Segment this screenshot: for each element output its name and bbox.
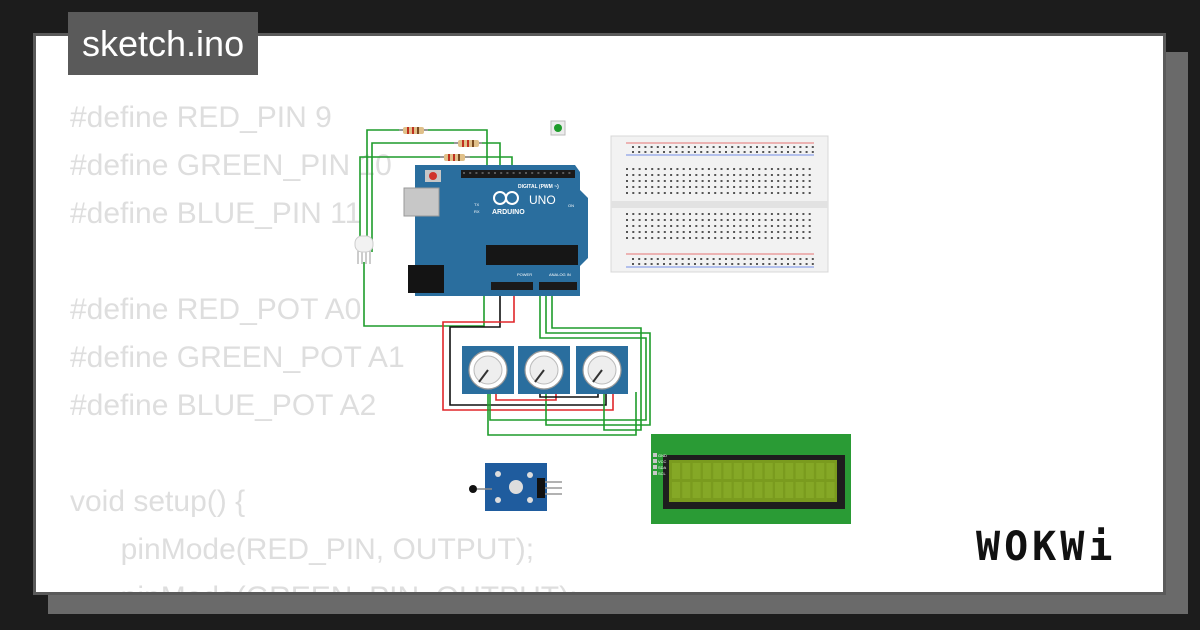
analog-label: ANALOG IN — [549, 272, 571, 277]
lcd-pin-label: GND — [658, 453, 667, 458]
code-line: pinMode(GREEN_PIN, OUTPUT); — [70, 574, 578, 592]
code-line: #define BLUE_POT A2 — [70, 389, 377, 422]
lcd-pin-label: VCC — [658, 459, 667, 464]
wire-red — [442, 296, 614, 411]
rgb-led[interactable] — [354, 235, 374, 264]
potentiometer[interactable] — [576, 346, 628, 394]
code-line: #define RED_PIN 9 — [70, 101, 332, 134]
wire-green — [366, 129, 399, 252]
resistor[interactable] — [440, 154, 470, 161]
digital-label: DIGITAL (PWM ~) — [518, 184, 559, 190]
potentiometer[interactable] — [462, 346, 514, 394]
push-button[interactable] — [550, 120, 566, 136]
code-line: void setup() { — [70, 485, 246, 518]
sensor-module[interactable] — [469, 463, 562, 511]
code-line: #define GREEN_POT A1 — [70, 341, 405, 374]
rx-label: RX — [474, 209, 480, 214]
wire-green — [359, 156, 440, 252]
code-line: #define GREEN_PIN 10 — [70, 149, 392, 182]
breadboard[interactable] — [610, 135, 829, 273]
potentiometer[interactable] — [518, 346, 570, 394]
code-editor: #define RED_PIN 9 #define GREEN_PIN 10 #… — [70, 94, 578, 592]
resistor[interactable] — [454, 140, 482, 147]
board-brand: ARDUINO — [492, 209, 525, 216]
code-line: #define RED_POT A0 — [70, 293, 362, 326]
wire-green — [371, 142, 454, 252]
wire-green — [489, 296, 647, 421]
wire-green — [545, 296, 651, 426]
wokwi-logo: WOKWi — [976, 524, 1117, 570]
file-tab[interactable]: sketch.ino — [68, 12, 259, 75]
wire-green — [551, 296, 642, 431]
wire-black — [539, 392, 599, 398]
power-label: POWER — [517, 272, 532, 277]
resistor[interactable] — [399, 127, 428, 134]
arduino-uno[interactable]: ARDUINO UNO DIGITAL (PWM ~) TX RX ON POW… — [403, 165, 588, 296]
preview-card: #define RED_PIN 9 #define GREEN_PIN 10 #… — [33, 33, 1166, 595]
arduino-logo — [493, 191, 519, 205]
code-line: #define BLUE_PIN 11 — [70, 197, 362, 230]
on-label: ON — [568, 203, 574, 208]
tx-label: TX — [474, 202, 479, 207]
wire-red — [495, 392, 557, 401]
wire-green — [482, 142, 501, 172]
wire-green — [428, 129, 488, 172]
board-model: UNO — [529, 193, 556, 207]
wire-green — [487, 392, 637, 436]
lcd-pin-label: SDA — [658, 465, 667, 470]
lcd-pin-label: SCL — [658, 471, 667, 476]
lcd-display[interactable]: GND VCC SDA SCL — [651, 434, 851, 524]
code-line: pinMode(RED_PIN, OUTPUT); — [104, 533, 535, 566]
